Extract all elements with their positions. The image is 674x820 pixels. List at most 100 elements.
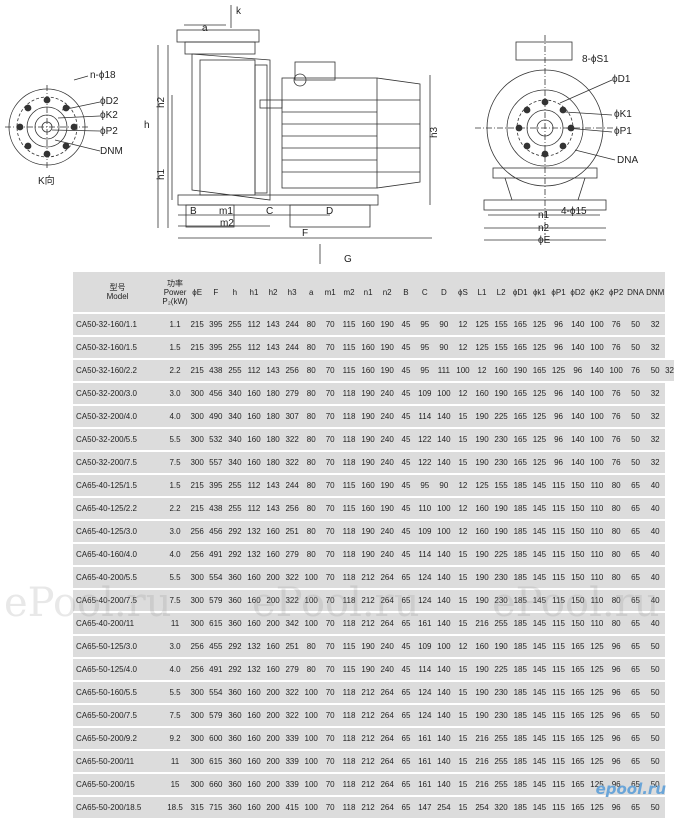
value-cell: 300	[187, 383, 207, 404]
value-cell: 7.5	[162, 590, 188, 611]
value-cell: 45	[396, 360, 416, 381]
value-cell: 264	[377, 613, 397, 634]
value-cell: 160	[244, 774, 264, 795]
value-cell: 554	[206, 682, 226, 703]
value-cell: 155	[491, 314, 511, 335]
value-cell: 118	[339, 705, 359, 726]
value-cell: 140	[587, 360, 607, 381]
value-cell: 215	[187, 314, 207, 335]
value-cell: 114	[415, 659, 435, 680]
value-cell: 125	[529, 406, 549, 427]
value-cell: 45	[396, 406, 416, 427]
value-cell: 70	[320, 636, 340, 657]
value-cell: 251	[282, 636, 302, 657]
value-cell: 190	[358, 659, 378, 680]
value-cell: 115	[339, 498, 359, 519]
value-cell: 140	[434, 751, 454, 772]
pump-drawing-svg: a k h h1 h2 h3 B m1 m2 C D F G n-ϕ18 ϕD2…	[5, 5, 638, 265]
value-cell: 32	[645, 452, 666, 473]
value-cell: 438	[206, 498, 226, 519]
label-a: a	[202, 23, 208, 34]
value-cell: 65	[625, 613, 646, 634]
value-cell: 122	[415, 452, 435, 473]
header-col: ϕD2	[568, 272, 588, 312]
value-cell: 96	[606, 774, 626, 795]
value-cell: 96	[606, 636, 626, 657]
value-cell: 340	[225, 429, 245, 450]
value-cell: 100	[301, 728, 321, 749]
pump-front-view	[475, 35, 616, 241]
value-cell: 190	[491, 636, 511, 657]
value-cell: 165	[510, 337, 530, 358]
flange-view-k	[5, 75, 101, 169]
value-cell: 160	[244, 406, 264, 427]
value-cell: 264	[377, 728, 397, 749]
value-cell: 240	[377, 521, 397, 542]
value-cell: 124	[415, 567, 435, 588]
value-cell: 160	[244, 452, 264, 473]
value-cell: 190	[358, 521, 378, 542]
value-cell: 125	[587, 705, 607, 726]
value-cell: 455	[206, 636, 226, 657]
value-cell: 80	[301, 337, 321, 358]
value-cell: 80	[606, 590, 626, 611]
value-cell: 185	[510, 797, 530, 818]
value-cell: 145	[529, 682, 549, 703]
value-cell: 160	[358, 337, 378, 358]
value-cell: 12	[453, 314, 473, 335]
value-cell: 100	[434, 383, 454, 404]
value-cell: 300	[187, 406, 207, 427]
value-cell: 255	[225, 337, 245, 358]
value-cell: 256	[187, 659, 207, 680]
value-cell: 110	[587, 498, 607, 519]
value-cell: 65	[625, 544, 646, 565]
value-cell: 32	[645, 314, 666, 335]
value-cell: 715	[206, 797, 226, 818]
value-cell: 115	[548, 613, 569, 634]
value-cell: 45	[396, 544, 416, 565]
value-cell: 110	[587, 613, 607, 634]
model-cell: CA65-40-125/3.0	[73, 521, 163, 542]
value-cell: 70	[320, 774, 340, 795]
value-cell: 115	[339, 360, 359, 381]
value-cell: 255	[491, 774, 511, 795]
value-cell: 160	[358, 498, 378, 519]
value-cell: 110	[587, 521, 607, 542]
value-cell: 190	[377, 360, 397, 381]
value-cell: 215	[187, 475, 207, 496]
value-cell: 320	[491, 797, 511, 818]
value-cell: 125	[587, 751, 607, 772]
value-cell: 212	[358, 590, 378, 611]
value-cell: 15	[453, 705, 473, 726]
model-cell: CA65-50-200/11	[73, 751, 163, 772]
value-cell: 70	[320, 797, 340, 818]
value-cell: 322	[282, 429, 302, 450]
value-cell: 45	[396, 337, 416, 358]
value-cell: 110	[587, 544, 607, 565]
value-cell: 190	[472, 659, 492, 680]
value-cell: 240	[377, 429, 397, 450]
label-h: h	[144, 120, 150, 131]
value-cell: 95	[415, 475, 435, 496]
value-cell: 615	[206, 751, 226, 772]
value-cell: 80	[606, 475, 626, 496]
value-cell: 80	[301, 406, 321, 427]
value-cell: 264	[377, 751, 397, 772]
value-cell: 491	[206, 544, 226, 565]
value-cell: 300	[187, 590, 207, 611]
model-cell: CA50-32-200/5.5	[73, 429, 163, 450]
value-cell: 125	[548, 360, 569, 381]
value-cell: 132	[244, 521, 264, 542]
value-cell: 185	[510, 636, 530, 657]
value-cell: 225	[491, 544, 511, 565]
value-cell: 300	[187, 728, 207, 749]
header-col: n1	[358, 272, 378, 312]
value-cell: 96	[606, 797, 626, 818]
value-cell: 180	[263, 406, 283, 427]
value-cell: 532	[206, 429, 226, 450]
label-DNM: DNM	[100, 146, 123, 157]
value-cell: 322	[282, 590, 302, 611]
value-cell: 15	[453, 751, 473, 772]
